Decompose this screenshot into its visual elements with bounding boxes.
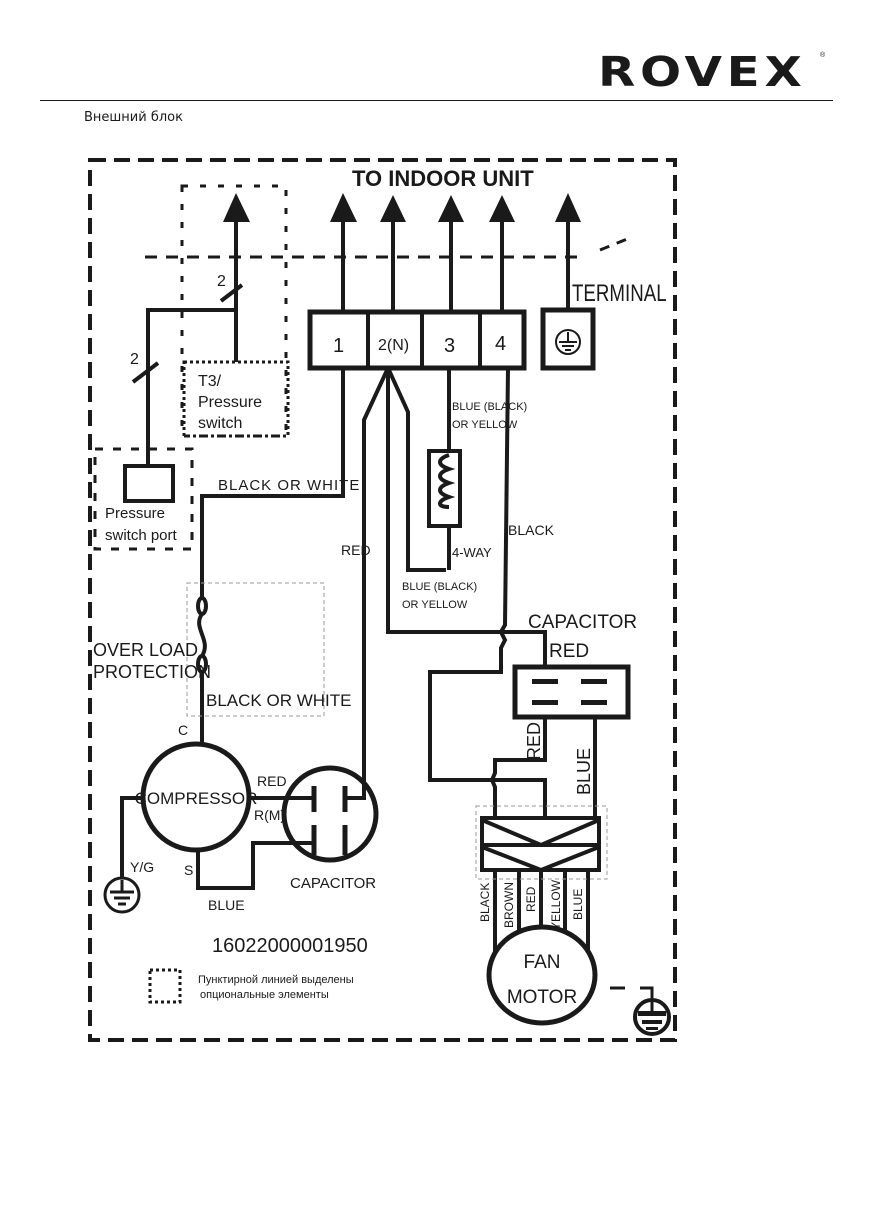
terminal-2n: 2(N) [378, 337, 409, 354]
terminal-4: 4 [495, 333, 506, 355]
header-divider [40, 100, 833, 101]
compressor-capacitor-label: CAPACITOR [290, 875, 376, 892]
label-cap-red-side: RED [524, 722, 544, 760]
label-black-or-white-bottom: BLACK OR WHITE [206, 691, 351, 710]
compressor-label: COMPRESSOR [135, 789, 258, 808]
label-overload-2: PROTECTION [93, 662, 211, 682]
pressure-port-label-2: switch port [105, 527, 178, 544]
fan-wire-labels: BLACK BROWN RED YELLOW BLUE [478, 879, 585, 930]
terminal-3: 3 [444, 335, 455, 357]
label-rm: R(M) [254, 807, 285, 823]
terminal-boundary-tail [599, 235, 633, 252]
ground-icon [555, 329, 581, 355]
label-black-right: BLACK [508, 522, 555, 538]
brand-logo: ROVEX [598, 48, 807, 96]
fan-wire-red: RED [524, 886, 538, 912]
unit-boundary [88, 158, 677, 1042]
ground-terminal [540, 307, 596, 371]
fan-wire-brown: BROWN [502, 882, 516, 928]
pressure-switch-port [123, 464, 175, 503]
fan-motor [486, 924, 598, 1026]
fan-wire-yellow: YELLOW [549, 879, 563, 930]
label-cap-blue-side: BLUE [574, 748, 594, 795]
wire-count-label: 2 [130, 351, 139, 368]
legend-dotted-box-icon [148, 968, 182, 1004]
label-blue-black-top-2: OR YELLOW [452, 419, 518, 431]
wires [120, 367, 601, 958]
label-blue-black-bottom-1: BLUE (BLACK) [402, 581, 477, 593]
label-s: S [184, 862, 193, 878]
terminal-label: TERMINAL [572, 280, 667, 307]
label-black-or-white-top: BLACK OR WHITE [218, 477, 360, 494]
t3-pressure-switch-box [182, 360, 290, 438]
arrow-up-icon [380, 195, 406, 222]
arrow-up-icon [223, 193, 250, 222]
fan-wire-blue: BLUE [571, 889, 585, 920]
fan-wire-black: BLACK [478, 883, 492, 922]
fan-motor-label-2: MOTOR [507, 987, 577, 1008]
wire-labels: BLACK OR WHITE RED BLUE (BLACK) OR YELLO… [93, 401, 555, 913]
wire-count-mark [219, 283, 244, 303]
compressor-capacitor [281, 765, 379, 863]
optional-region-overload [186, 582, 325, 717]
wire-count-label: 2 [217, 273, 226, 290]
optional-region-fan-connector [475, 805, 608, 880]
label-yg: Y/G [130, 859, 154, 875]
fan-motor-label-1: FAN [524, 952, 561, 973]
label-red-comp: RED [257, 773, 287, 789]
label-4-way: 4-WAY [452, 545, 492, 560]
label-blue-comp: BLUE [208, 897, 245, 913]
pressure-port-label-1: Pressure [105, 505, 165, 522]
label-blue-black-bottom-2: OR YELLOW [402, 599, 468, 611]
optional-region-pressure-port [93, 447, 194, 551]
fan-capacitor-label: CAPACITOR [528, 612, 637, 633]
legend-text-2: опциональные элементы [200, 989, 329, 1001]
section-title: Внешний блок [84, 110, 183, 125]
label-red-left: RED [341, 542, 371, 558]
registered-mark: ® [820, 52, 826, 59]
label-overload-1: OVER LOAD [93, 640, 198, 660]
compressor [140, 741, 252, 853]
arrow-up-icon [330, 193, 357, 222]
t3-label-2: Pressure [198, 394, 262, 411]
indoor-arrows [223, 193, 581, 222]
ground-icon [103, 876, 141, 914]
terminal-block: 1 2(N) 3 4 [307, 309, 527, 371]
to-indoor-unit-title: TO INDOOR UNIT [352, 166, 534, 191]
label-cap-red-top: RED [549, 641, 589, 662]
fan-capacitor [512, 664, 631, 720]
arrow-up-icon [489, 195, 515, 222]
wire-count-mark [131, 361, 160, 384]
legend-text-1: Пунктирной линией выделены [198, 974, 354, 986]
arrow-up-icon [438, 195, 464, 222]
t3-label-1: T3/ [198, 373, 222, 390]
label-blue-black-top-1: BLUE (BLACK) [452, 401, 527, 413]
part-number: 16022000001950 [212, 935, 368, 957]
t3-label-3: switch [198, 415, 242, 432]
label-c: C [178, 722, 188, 738]
arrow-up-icon [555, 193, 581, 222]
ground-icon [610, 986, 671, 1036]
terminal-1: 1 [333, 335, 344, 357]
